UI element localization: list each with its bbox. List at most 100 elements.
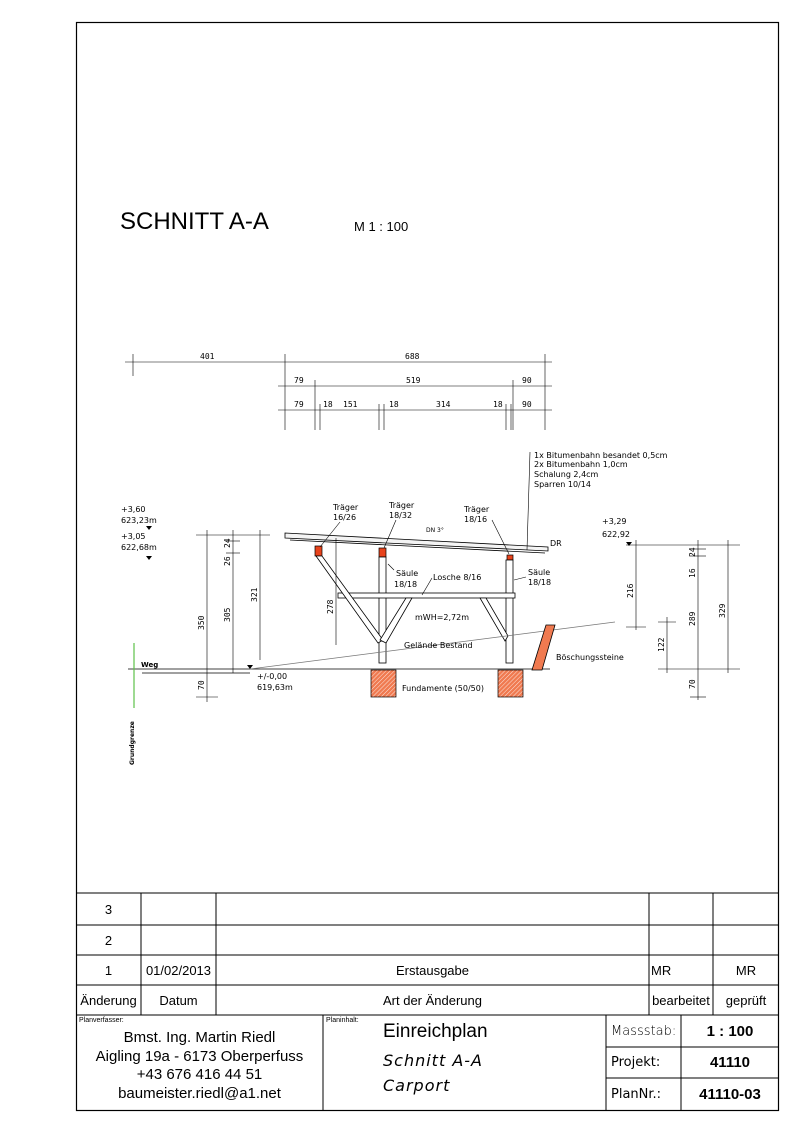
svg-text:Böschungssteine: Böschungssteine (556, 653, 624, 662)
dim-18b: 18 (389, 400, 399, 409)
dimension-chains (125, 354, 552, 430)
content-subtitle-section: Schnitt A-A (383, 1051, 483, 1070)
plan-number-label: PlanNr.: (611, 1086, 662, 1102)
header-date: Datum (159, 992, 198, 1008)
author-phone: +43 676 416 44 51 (136, 1066, 263, 1083)
svg-text:24: 24 (688, 547, 697, 557)
dim-519: 519 (406, 376, 421, 385)
dim-18c: 18 (493, 400, 503, 409)
svg-text:623,23m: 623,23m (121, 516, 157, 525)
dim-401: 401 (200, 352, 215, 361)
project-label: Projekt: (611, 1055, 661, 1070)
svg-text:DN 3°: DN 3° (426, 527, 444, 534)
svg-text:1x Bitumenbahn besandet 0,5cm: 1x Bitumenbahn besandet 0,5cm (534, 451, 668, 460)
beam-16-26 (314, 545, 323, 557)
brace-2 (379, 597, 413, 644)
svg-text:278: 278 (326, 599, 335, 614)
section-title: SCHNITT A-A (120, 208, 269, 235)
svg-text:+3,05: +3,05 (121, 532, 146, 541)
table-grid (76, 892, 779, 1110)
author-name: Bmst. Ing. Martin Riedl (123, 1029, 276, 1046)
foundation-2 (497, 669, 524, 698)
svg-text:18/32: 18/32 (389, 511, 412, 520)
svg-text:DR: DR (550, 539, 562, 548)
header-description: Art der Änderung (382, 992, 482, 1008)
revision-date: 01/02/2013 (145, 962, 212, 978)
svg-text:16: 16 (688, 568, 697, 578)
ground (128, 621, 616, 674)
svg-text:Losche 8/16: Losche 8/16 (433, 573, 481, 582)
svg-text:305: 305 (223, 607, 232, 622)
svg-text:Grundgrenze: Grundgrenze (129, 721, 136, 765)
revision-number: 3 (104, 901, 113, 917)
author-label: Planverfasser: (79, 1017, 124, 1024)
svg-text:350: 350 (197, 615, 206, 630)
content-label: Planinhalt: (326, 1017, 359, 1024)
content-title: Einreichplan (383, 1021, 488, 1042)
revision-number: 1 (104, 962, 113, 978)
header-checked: geprüft (725, 992, 767, 1008)
dim-90b: 90 (522, 400, 532, 409)
author-block: Bmst. Ing. Martin Riedl Aigling 19a - 61… (76, 1029, 323, 1103)
svg-text:18/18: 18/18 (528, 578, 551, 587)
dim-90: 90 (522, 376, 532, 385)
svg-text:122: 122 (657, 637, 666, 652)
svg-text:16/26: 16/26 (333, 513, 356, 522)
losche-beam (337, 592, 516, 599)
svg-text:Fundamente (50/50): Fundamente (50/50) (402, 684, 484, 693)
svg-text:622,92: 622,92 (602, 530, 630, 539)
svg-text:622,68m: 622,68m (121, 543, 157, 552)
level-markers: +3,60 623,23m +3,05 622,68m +3,29 622,92 +/… (121, 505, 630, 692)
header-change: Änderung (80, 992, 137, 1008)
svg-text:289: 289 (688, 611, 697, 626)
dimension-labels-top: 401 688 79 519 90 79 18 151 18 314 18 90 (200, 352, 532, 409)
scale-value: 1 : 100 (706, 1022, 754, 1040)
beams (314, 545, 514, 561)
beam-18-16 (506, 554, 514, 561)
dim-151: 151 (343, 400, 358, 409)
vertical-dimension-labels: 350 305 26 24 321 70 278 216 122 289 16 … (197, 538, 727, 690)
plan-number-value: 41110-03 (699, 1085, 761, 1103)
svg-text:2x Bitumenbahn 1,0cm: 2x Bitumenbahn 1,0cm (534, 460, 628, 469)
dim-688: 688 (405, 352, 420, 361)
svg-text:619,63m: 619,63m (257, 683, 293, 692)
svg-text:329: 329 (718, 603, 727, 618)
svg-text:mWH=2,72m: mWH=2,72m (415, 613, 469, 622)
svg-text:+3,60: +3,60 (121, 505, 146, 514)
brace-3 (479, 597, 509, 642)
author-email: baumeister.riedl@a1.net (118, 1084, 281, 1102)
svg-text:Sparren 10/14: Sparren 10/14 (534, 480, 591, 489)
svg-text:+3,29: +3,29 (602, 517, 627, 526)
foundation-1 (370, 669, 397, 698)
svg-text:Säule: Säule (528, 568, 550, 577)
svg-text:Gelände Bestand: Gelände Bestand (404, 641, 473, 650)
sheet-border (75, 21, 780, 1112)
dim-79b: 79 (294, 400, 304, 409)
content-subtitle-project: Carport (383, 1076, 451, 1095)
revision-number: 2 (104, 932, 113, 948)
dim-314: 314 (436, 400, 451, 409)
revision-description: Erstausgabe (396, 962, 469, 978)
svg-text:26: 26 (223, 556, 232, 566)
vertical-dimensions (196, 530, 740, 702)
slope-stones (531, 624, 556, 671)
revision-checked-by: MR (735, 962, 757, 978)
project-value: 41110 (709, 1054, 751, 1071)
svg-text:216: 216 (626, 583, 635, 598)
dim-79: 79 (294, 376, 304, 385)
svg-text:Weg: Weg (141, 661, 158, 669)
level-triangles (146, 526, 632, 669)
author-address: Aigling 19a - 6173 Oberperfuss (95, 1047, 304, 1065)
header-edited: bearbeitet (652, 992, 710, 1008)
svg-text:321: 321 (250, 587, 259, 602)
structure (315, 555, 516, 664)
beam-18-32 (378, 547, 387, 558)
column-2 (505, 559, 514, 664)
svg-text:Träger: Träger (332, 503, 359, 512)
roof (284, 532, 549, 554)
svg-text:24: 24 (223, 538, 232, 548)
svg-text:18/18: 18/18 (394, 580, 417, 589)
svg-text:+/-0,00: +/-0,00 (257, 672, 287, 681)
